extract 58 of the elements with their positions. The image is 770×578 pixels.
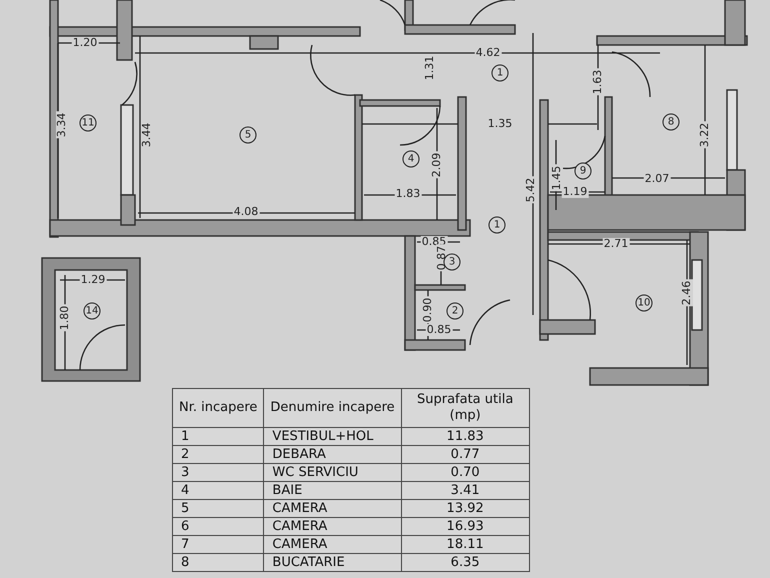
area-header: Suprafata utila (mp) xyxy=(401,388,530,428)
room-name: CAMERA xyxy=(264,518,402,536)
area-value: 6.35 xyxy=(401,554,530,572)
dimension-label: 1.80 xyxy=(59,304,71,332)
dimension-label: 1.19 xyxy=(562,186,588,198)
room-number: 1 xyxy=(172,428,264,446)
room-number: 11 xyxy=(80,114,96,132)
dimension-label: 1.45 xyxy=(551,164,563,192)
room-name: BUCATARIE xyxy=(264,554,402,572)
room-name: WC SERVICIU xyxy=(264,464,402,482)
room-number: 4 xyxy=(172,482,264,500)
room-name: CAMERA xyxy=(264,500,402,518)
dimension-label: 4.08 xyxy=(232,206,260,218)
room-number: 4 xyxy=(402,150,420,168)
area-value: 18.11 xyxy=(401,536,530,554)
dimension-label: 1.35 xyxy=(486,118,514,130)
room-number: 2 xyxy=(446,302,464,320)
room-number-header: Nr. incapere xyxy=(172,388,264,428)
area-value: 16.93 xyxy=(401,518,530,536)
dimension-label: 0.90 xyxy=(422,296,434,324)
room-name: BAIE xyxy=(264,482,402,500)
room-number: 2 xyxy=(172,446,264,464)
dimension-label: 2.46 xyxy=(681,280,693,306)
dimension-label: 3.22 xyxy=(699,122,711,148)
room-number: 6 xyxy=(172,518,264,536)
dimension-label: 1.29 xyxy=(80,274,106,286)
dimension-label: 5.42 xyxy=(525,176,537,204)
room-name: CAMERA xyxy=(264,536,402,554)
area-value: 0.70 xyxy=(401,464,530,482)
dimension-label: 0.85 xyxy=(426,324,452,336)
room-name-header: Denumire incapere xyxy=(264,388,402,428)
area-value: 0.77 xyxy=(401,446,530,464)
dimension-label: 1.83 xyxy=(394,188,422,200)
dimension-label: 0.85 xyxy=(420,236,448,248)
room-number: 3 xyxy=(172,464,264,482)
dimension-label: 2.71 xyxy=(602,238,630,250)
room-number: 9 xyxy=(574,162,592,180)
room-number: 8 xyxy=(172,554,264,572)
dimension-label: 3.34 xyxy=(56,112,68,138)
dimension-label: 2.09 xyxy=(431,152,443,178)
area-value: 13.92 xyxy=(401,500,530,518)
area-value: 3.41 xyxy=(401,482,530,500)
room-name: VESTIBUL+HOL xyxy=(264,428,402,446)
area-value: 11.83 xyxy=(401,428,530,446)
room-number: 8 xyxy=(662,114,680,130)
dimension-label: 2.07 xyxy=(644,173,670,185)
dimension-label: 3.44 xyxy=(141,122,153,148)
room-number: 5 xyxy=(240,126,256,144)
room-number: 1 xyxy=(492,64,508,82)
dimension-label: 1.20 xyxy=(72,37,98,49)
room-number: 1 xyxy=(488,216,506,234)
dimension-label: 4.62 xyxy=(474,47,502,59)
room-name: DEBARA xyxy=(264,446,402,464)
dimension-label: 1.31 xyxy=(424,54,436,82)
dimension-label: 1.63 xyxy=(592,68,604,96)
room-number: 7 xyxy=(172,536,264,554)
room-number: 5 xyxy=(172,500,264,518)
room-number: 10 xyxy=(636,294,652,312)
